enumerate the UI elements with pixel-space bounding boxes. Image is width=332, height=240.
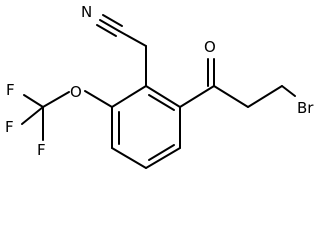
- carbonyl-to-ch2-bond: [213, 85, 249, 108]
- cyanomethyl-group: N: [81, 3, 147, 87]
- ring-bond-1: [145, 85, 181, 108]
- triple-bond-line-3: [96, 24, 117, 37]
- molecule-structure: N O F F F O Br: [5, 3, 314, 169]
- cf3-to-f-left-bond: [21, 106, 44, 125]
- ring-bond-6: [111, 85, 147, 108]
- bromine-label: Br: [297, 99, 314, 117]
- ketone-oxygen-label: O: [204, 38, 216, 56]
- ether-oxygen-label: O: [70, 83, 82, 101]
- cf3-to-f-top-bond: [23, 94, 44, 108]
- ring-bond-4: [111, 147, 147, 169]
- ring-to-ether-o-bond: [84, 90, 113, 108]
- triple-bond-line-1: [99, 19, 120, 32]
- ring-to-carbonyl-bond: [179, 85, 215, 108]
- ch2-to-ch2br-bond: [247, 85, 283, 108]
- ch2-to-cn-bond: [118, 30, 147, 47]
- ring-bond-3: [145, 147, 181, 169]
- ring-double-bond-a: [148, 94, 175, 111]
- ch2-to-br-bond: [281, 85, 296, 97]
- nitrogen-label: N: [81, 3, 92, 21]
- fluorine-left-label: F: [5, 118, 14, 136]
- ether-o-to-cf3-bond: [42, 91, 70, 108]
- triple-bond-line-2: [102, 14, 123, 27]
- bromopropanoyl-group: O Br: [179, 38, 314, 117]
- ring-double-bond-b: [148, 144, 175, 161]
- benzene-ring: [111, 85, 181, 169]
- fluorine-top-label: F: [6, 81, 15, 99]
- structure-canvas: N O F F F O Br: [5, 3, 315, 169]
- trifluoromethoxy-group: O F F F: [5, 81, 113, 159]
- fluorine-bottom-label: F: [37, 141, 46, 159]
